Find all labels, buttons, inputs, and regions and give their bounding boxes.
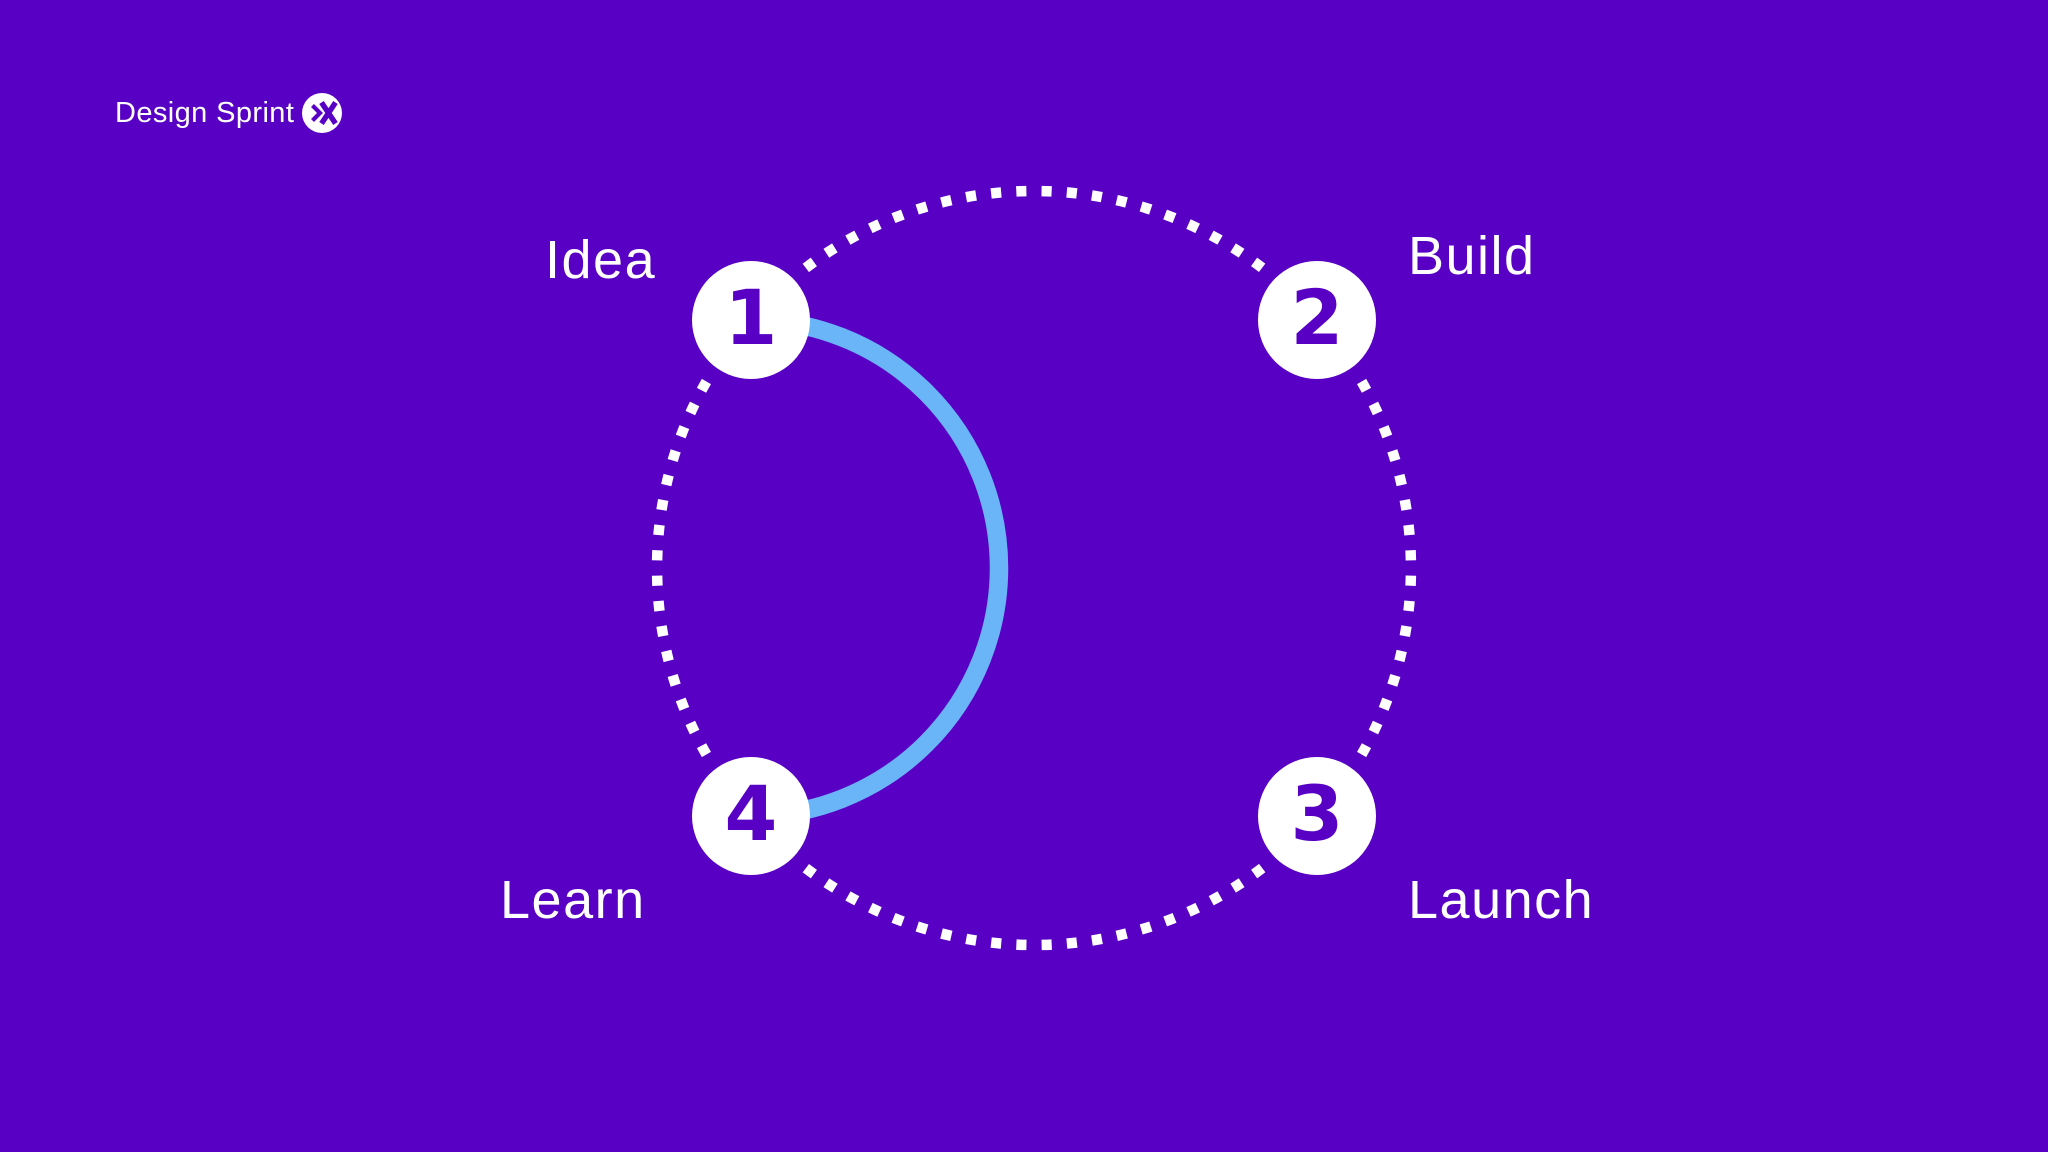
step-number-2: 2	[1290, 273, 1344, 362]
dotted-arc-bottom	[802, 863, 1266, 951]
step-node-learn: 4	[692, 757, 810, 875]
dotted-arc-left	[651, 378, 711, 758]
step-label-build: Build	[1408, 226, 1536, 286]
step-number-3: 3	[1290, 769, 1344, 858]
dotted-cycle-circle	[651, 185, 1417, 951]
dotted-arc-right	[1357, 378, 1417, 758]
step-node-idea: 1	[692, 261, 810, 379]
logo-text: Design Sprint	[115, 96, 295, 129]
design-sprint-logo-icon	[302, 93, 343, 133]
step-number-4: 4	[724, 769, 778, 858]
step-label-learn: Learn	[500, 870, 646, 930]
logo-chevron-cutout	[311, 104, 324, 122]
step-node-launch: 3	[1258, 757, 1376, 875]
step-label-idea: Idea	[545, 230, 657, 290]
highlight-arc-step1-to-step4	[750, 310, 1009, 826]
logo: Design Sprint	[115, 93, 343, 133]
step-node-build: 2	[1258, 261, 1376, 379]
logo-x-cutout	[319, 101, 339, 125]
step-number-1: 1	[724, 273, 778, 362]
dotted-arc-top	[802, 185, 1266, 273]
step-label-launch: Launch	[1408, 870, 1595, 930]
